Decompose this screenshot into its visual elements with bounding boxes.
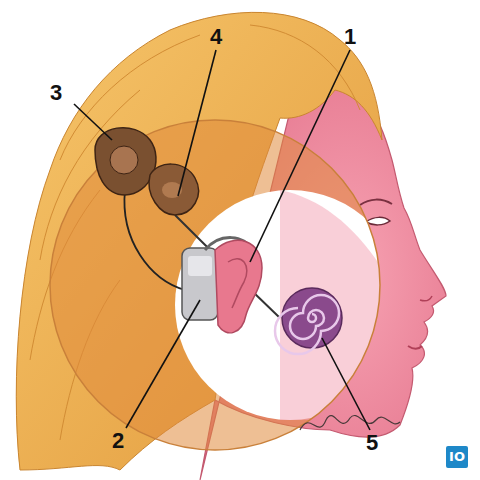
- receiver-stimulator: [149, 164, 198, 215]
- magnified-region: [50, 120, 405, 450]
- lips: [408, 346, 422, 349]
- callout-number: 5: [366, 432, 378, 454]
- eye: [366, 217, 390, 225]
- ear: [215, 240, 262, 332]
- callout-number: 4: [210, 26, 222, 48]
- eyebrow: [360, 200, 392, 205]
- callout-number: 3: [50, 82, 62, 104]
- callout-number: 1: [344, 26, 356, 48]
- callout-number: 2: [112, 430, 124, 452]
- ear-fold: [228, 259, 247, 308]
- nostril: [420, 296, 432, 301]
- magnified-outline: [50, 120, 380, 450]
- cochlea: [275, 288, 342, 354]
- artist-signature: [300, 415, 400, 430]
- logo-mark: IO: [446, 446, 468, 468]
- transmitter-coil: [95, 128, 156, 195]
- leader-lines: [74, 50, 370, 430]
